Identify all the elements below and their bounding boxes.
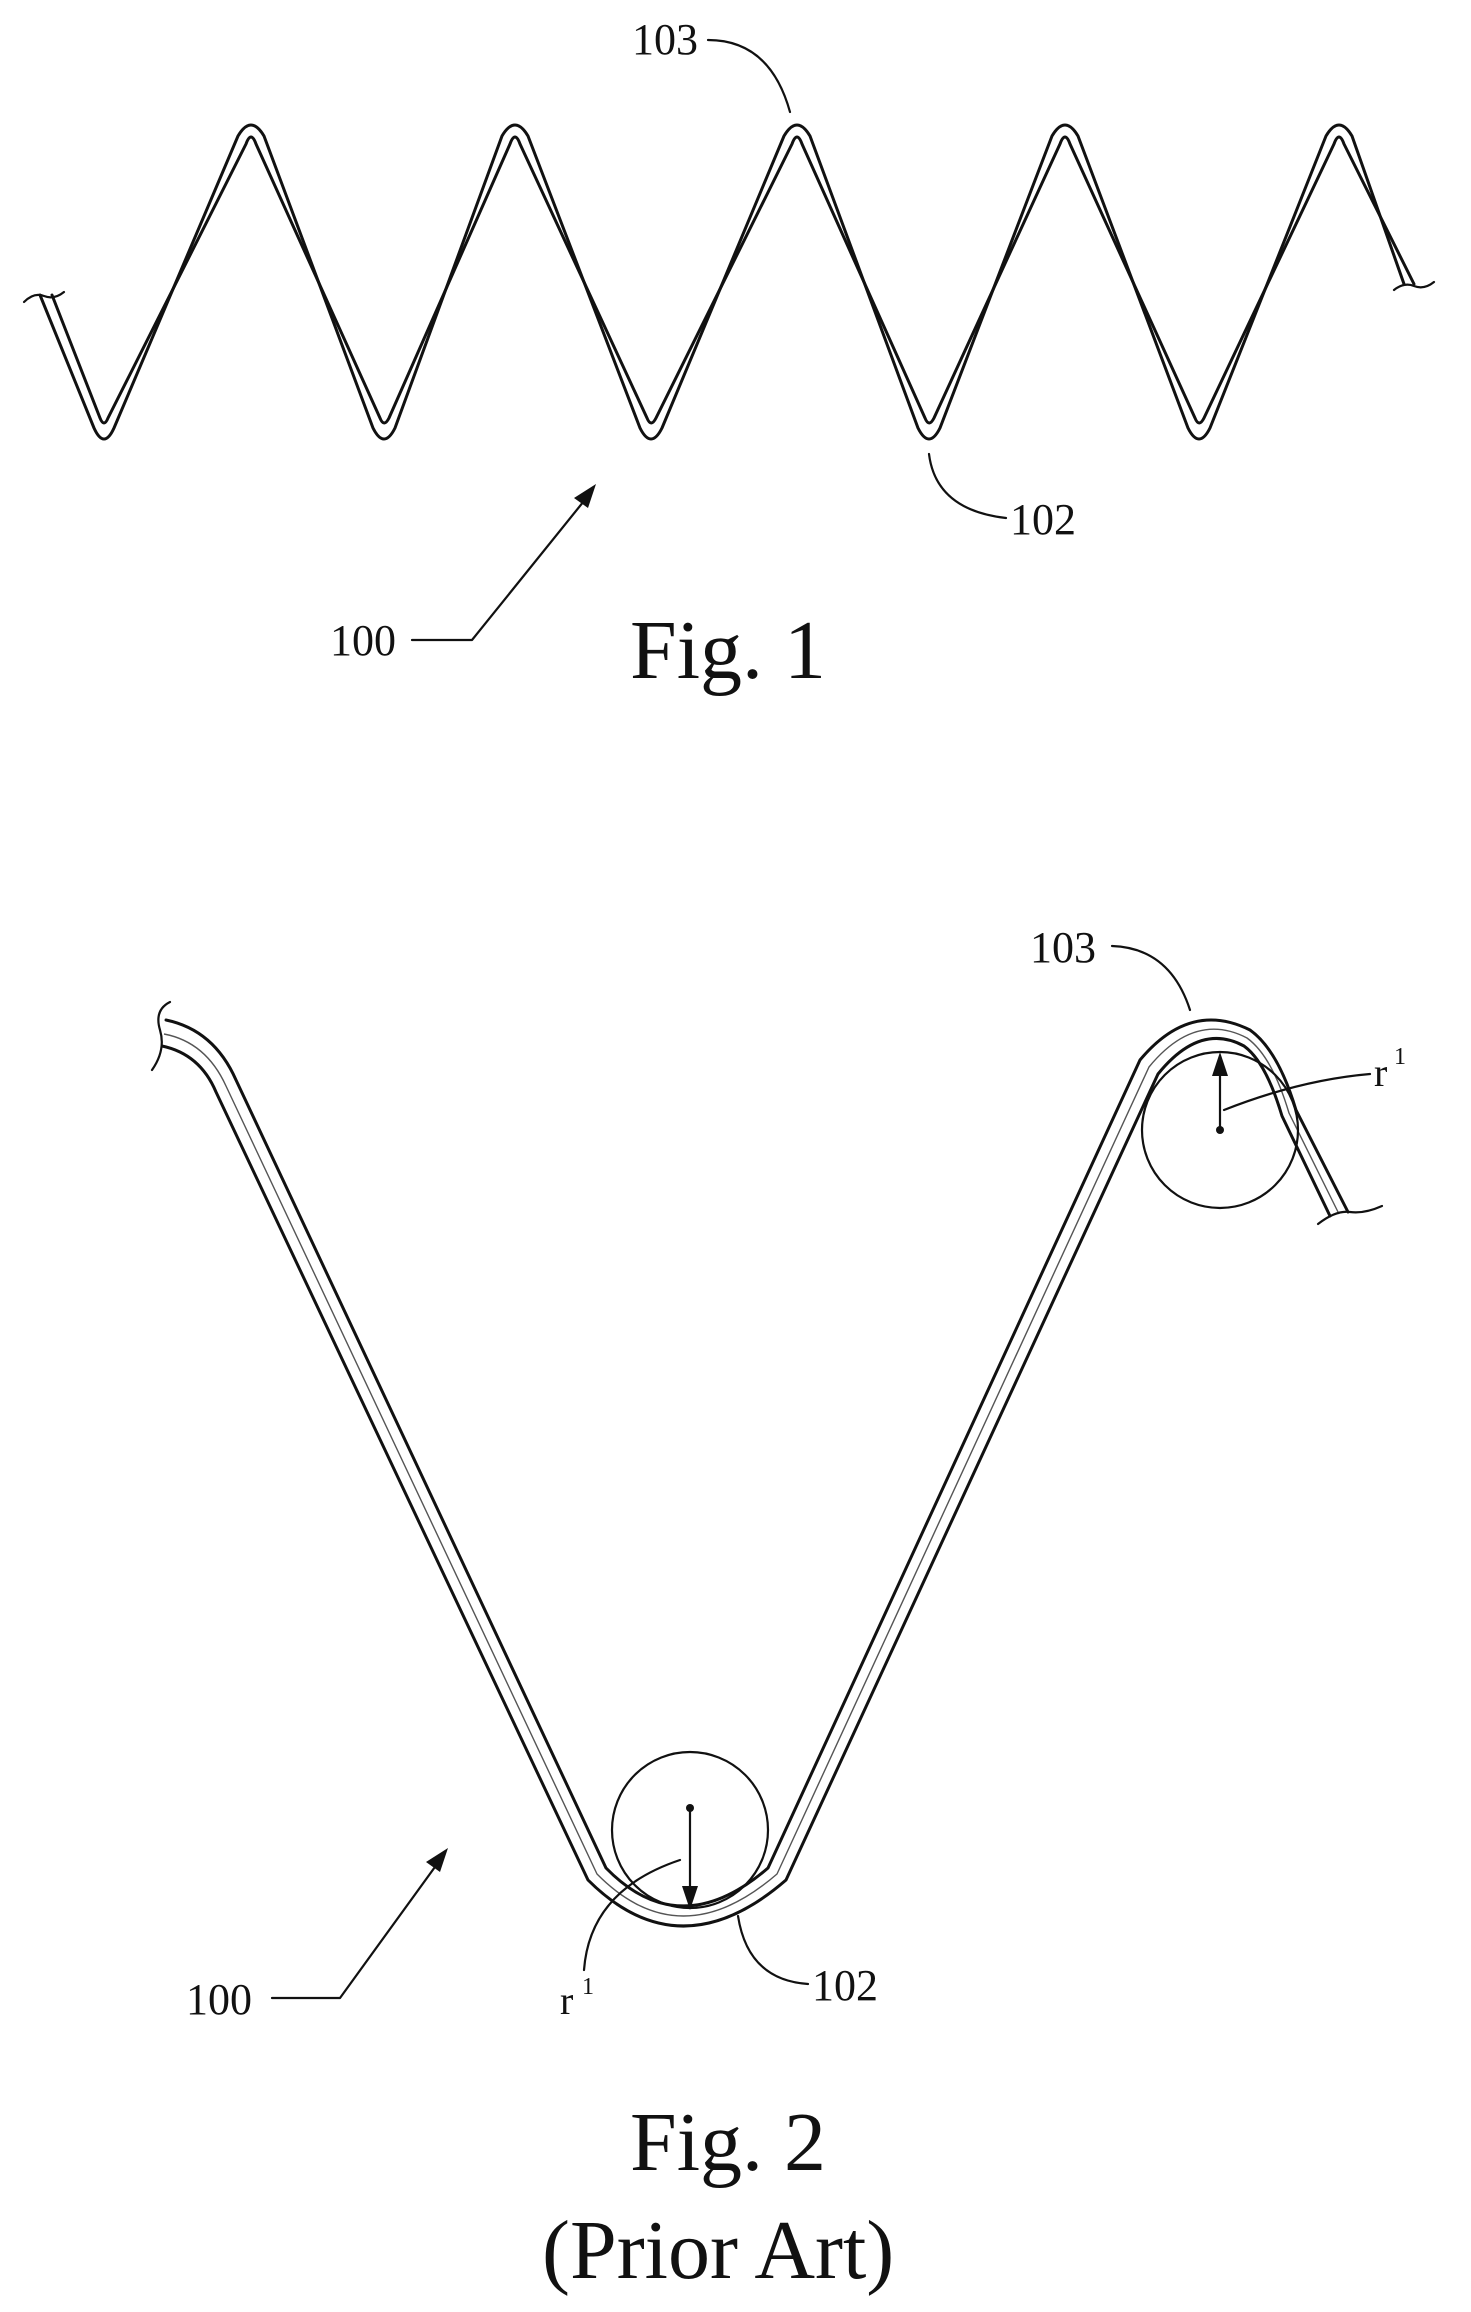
fig2-label-103: 103 (1030, 923, 1096, 972)
fig1-label-100: 100 (330, 616, 396, 665)
fig1-corrugated-strip-inner (52, 137, 1414, 423)
fig2-label-r-crest-sup: 1 (1394, 1044, 1406, 1070)
fig2-label-100: 100 (186, 1975, 252, 2024)
figure-2: r 1 103 r 1 102 100 Fig. 2 (Prior Art) (152, 923, 1406, 2297)
fig2-label-r-trough: r (560, 1978, 573, 2023)
fig2-arrowhead-crest (1212, 1052, 1228, 1076)
fig2-radius-center-crest (1216, 1126, 1224, 1134)
fig1-arrowhead-100 (574, 484, 596, 508)
fig2-caption-line2: (Prior Art) (542, 2204, 894, 2297)
fig1-caption: Fig. 1 (630, 604, 826, 697)
fig1-break-mark-left (24, 292, 64, 302)
fig1-label-103: 103 (632, 15, 698, 64)
fig2-leader-r-crest (1224, 1074, 1370, 1110)
fig1-leader-100 (412, 496, 588, 640)
fig2-arrowhead-100 (426, 1848, 448, 1872)
fig2-caption-line1: Fig. 2 (630, 2096, 826, 2189)
fig2-break-mark-left (152, 1002, 170, 1070)
figure-1: 103 102 100 Fig. 1 (24, 15, 1434, 697)
fig2-leader-100 (272, 1860, 440, 1998)
fig2-radius-center-trough (686, 1804, 694, 1812)
fig2-leader-103 (1112, 946, 1190, 1010)
fig2-label-102: 102 (812, 1961, 878, 2010)
fig1-leader-103 (708, 40, 790, 112)
fig1-leader-102 (929, 454, 1006, 518)
fig2-label-r-crest: r (1374, 1050, 1387, 1095)
fig1-label-102: 102 (1010, 495, 1076, 544)
fig2-strip-outer (166, 1020, 1348, 1906)
fig2-label-r-trough-sup: 1 (582, 1974, 594, 2000)
fig2-leader-102 (738, 1916, 808, 1984)
